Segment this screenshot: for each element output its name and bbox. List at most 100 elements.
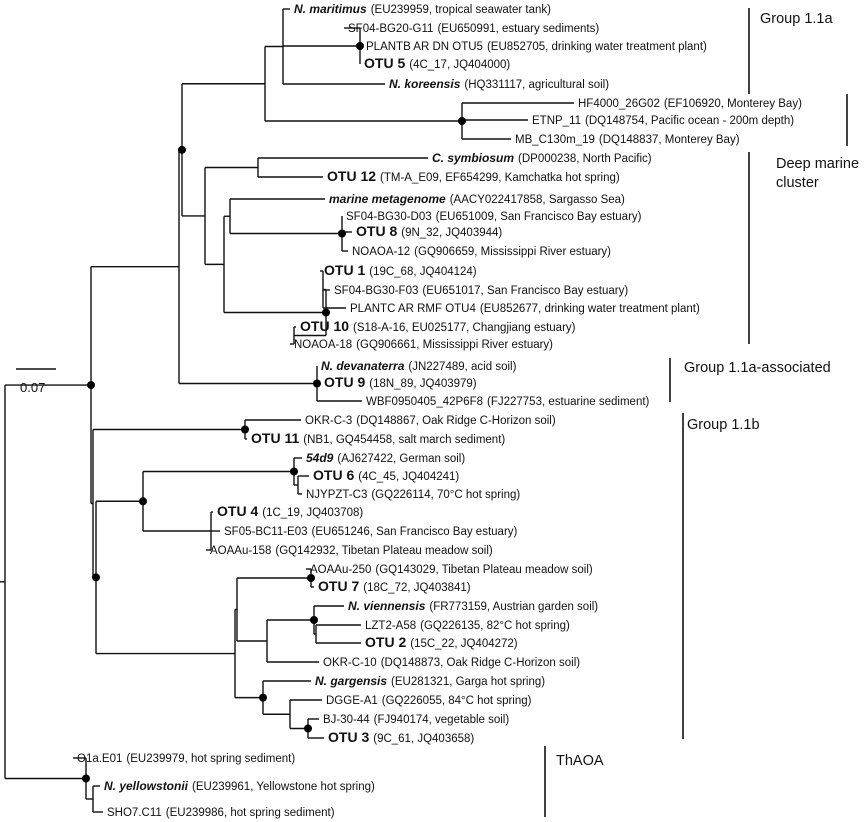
- leaf-label-otu2: OTU 2 (15C_22, JQ404272): [365, 634, 518, 650]
- leaf-detail-otu6: (4C_45, JQ404241): [358, 471, 459, 483]
- leaf-label-wbf: WBF0950405_42P6F8 (FJ227753, estuarine se…: [366, 396, 650, 408]
- leaf-label-hf4000: HF4000_26G02 (EF106920, Monterey Bay): [578, 98, 802, 110]
- leaf-label-sf04_bg30_f03: SF04-BG30-F03 (EU651017, San Francisco Ba…: [334, 285, 628, 297]
- leaf-name-hf4000: HF4000_26G02: [578, 98, 660, 110]
- leaf-name-okr_c10: OKR-C-10: [323, 657, 377, 669]
- leaf-detail-sf05_bc11: (EU651246, San Francisco Bay estuary): [312, 526, 518, 538]
- leaf-label-otu1: OTU 1 (19C_68, JQ404124): [324, 262, 477, 278]
- leaf-detail-otu9: (18N_89, JQ403979): [369, 378, 477, 390]
- support-dot-g_otu1_10: [322, 308, 330, 317]
- leaf-detail-marine_meta: (AACY022417858, Sargasso Sea): [450, 194, 625, 206]
- leaf-name-wbf: WBF0950405_42P6F8: [366, 396, 483, 408]
- group-label-deep-marine-line2: cluster: [776, 175, 819, 191]
- leaf-name-otu8: OTU 8: [356, 223, 397, 239]
- leaf-label-otu12: OTU 12(TM-A_E09, EF654299, Kamchatka hot…: [327, 168, 620, 184]
- group-label-thaoa: ThAOA: [556, 753, 604, 769]
- leaf-name-otu10: OTU 10: [300, 318, 349, 334]
- support-dot-g_assoc: [313, 379, 321, 388]
- leaf-name-n_devanaterra: N. devanaterra: [321, 359, 405, 373]
- support-dot-g_otu8: [338, 229, 346, 238]
- leaf-label-otu8: OTU 8(9N_32, JQ403944): [356, 223, 502, 239]
- leaf-detail-otu11: (NB1, GQ454458, salt march sediment): [303, 434, 505, 446]
- leaf-detail-noaoa18: (GQ906661, Mississippi River estuary): [356, 339, 553, 351]
- leaf-detail-o1a_e01: (EU239979, hot spring sediment): [126, 753, 295, 765]
- leaf-name-n_koreensis: N. koreensis: [389, 77, 461, 91]
- leaf-detail-n_yellowstonii: (EU239961, Yellowstone hot spring): [192, 781, 375, 793]
- leaf-label-marine_meta: marine metagenome(AACY022417858, Sargass…: [329, 192, 625, 206]
- tree-branches: [0, 8, 574, 813]
- leaf-name-otu11: OTU 11: [251, 430, 299, 446]
- support-dot-g_6_4: [139, 497, 147, 506]
- leaf-detail-n_koreensis: (HQ331117, agricultural soil): [464, 79, 609, 91]
- leaf-name-sf04_bg30_f03: SF04-BG30-F03: [334, 285, 418, 297]
- leaf-detail-otu4: (1C_19, JQ403708): [262, 507, 363, 519]
- leaf-label-plantc: PLANTC AR RMF OTU4(EU852677, drinking wa…: [350, 303, 700, 315]
- leaf-name-mb_c130: MB_C130m_19: [515, 134, 595, 146]
- support-dot-g_otu7: [307, 574, 315, 582]
- leaf-detail-otu7: (18C_72, JQ403841): [363, 582, 471, 594]
- leaf-detail-hf4000: (EF106920, Monterey Bay): [664, 98, 802, 110]
- leaf-label-sf04_bg20: SF04-BG20-G11(EU650991, estuary sediment…: [348, 23, 599, 35]
- leaf-detail-otu5: (4C_17, JQ404000): [409, 59, 510, 71]
- leaf-name-sf05_bc11: SF05-BC11-E03: [224, 526, 308, 538]
- leaf-detail-mb_c130: (DQ148837, Monterey Bay): [599, 134, 740, 146]
- support-dot-g_garg: [259, 693, 267, 702]
- leaf-name-njypzt: NJYPZT-C3: [306, 489, 367, 501]
- leaf-label-plantb: PLANTB AR DN OTU5(EU852705, drinking wat…: [366, 41, 707, 53]
- leaf-detail-dgge_a1: (GQ226055, 84°C hot spring): [382, 695, 532, 707]
- leaf-detail-n_gargensis: (EU281321, Garga hot spring): [391, 676, 545, 688]
- leaf-detail-wbf: (FJ227753, estuarine sediment): [487, 396, 650, 408]
- leaf-detail-sf04_bg30_f03: (EU651017, San Francisco Bay estuary): [422, 285, 628, 297]
- leaf-label-etnp11: ETNP_11(DQ148754, Pacific ocean - 200m d…: [532, 115, 794, 127]
- leaf-name-otu3: OTU 3: [328, 729, 369, 745]
- leaf-name-sho7_c11: SHO7.C11: [107, 807, 162, 819]
- leaf-name-n_maritimus: N. maritimus: [294, 2, 367, 16]
- leaf-label-noaoa18: NOAOA-18 (GQ906661, Mississippi River est…: [294, 339, 553, 351]
- support-dot-g_aoa: [87, 381, 95, 390]
- support-dot-g_bj: [304, 724, 312, 733]
- leaf-label-noaoa12: NOAOA-12(GQ906659, Mississippi River est…: [352, 246, 611, 258]
- leaf-detail-plantc: (EU852677, drinking water treatment plan…: [480, 303, 700, 315]
- leaf-detail-n_viennensis: (FR773159, Austrian garden soil): [429, 601, 598, 613]
- group-label-1-1b: Group 1.1b: [687, 417, 760, 433]
- support-dot-g_otu11: [241, 425, 249, 434]
- leaf-label-n_yellowstonii: N. yellowstonii(EU239961, Yellowstone ho…: [104, 779, 375, 793]
- leaf-label-otu4: OTU 4(1C_19, JQ403708): [217, 503, 363, 519]
- leaf-detail-lzt2: (GQ226135, 82°C hot spring): [420, 620, 570, 632]
- leaf-detail-okr_c3: (DQ148867, Oak Ridge C-Horizon soil): [356, 415, 556, 427]
- leaf-name-bj3044: BJ-30-44: [323, 714, 370, 726]
- leaf-label-otu10: OTU 10(S18-A-16, EU025177, Changjiang es…: [300, 318, 576, 334]
- leaf-label-okr_c10: OKR-C-10 (DQ148873, Oak Ridge C-Horizon s…: [323, 657, 580, 669]
- leaf-name-aoaau158: AOAAu-158: [210, 545, 271, 557]
- leaf-detail-d54d9: (AJ627422, German soil): [337, 453, 465, 465]
- leaf-name-otu6: OTU 6: [313, 467, 354, 483]
- group-label-deep-marine-line1: Deep marine: [776, 156, 859, 172]
- leaf-label-otu5: OTU 5(4C_17, JQ404000): [364, 55, 510, 71]
- leaf-label-sf05_bc11: SF05-BC11-E03 (EU651246, San Francisco Ba…: [224, 526, 518, 538]
- leaf-detail-otu3: (9C_61, JQ403658): [373, 733, 474, 745]
- leaf-label-dgge_a1: DGGE-A1(GQ226055, 84°C hot spring): [326, 695, 532, 707]
- leaf-name-sf04_bg30_d03: SF04-BG30-D03: [346, 211, 432, 223]
- leaf-name-n_yellowstonii: N. yellowstonii: [104, 779, 189, 793]
- leaf-name-etnp11: ETNP_11: [532, 115, 581, 127]
- leaf-name-d54d9: 54d9: [306, 451, 334, 465]
- leaf-name-otu1: OTU 1: [324, 262, 365, 278]
- leaf-label-mb_c130: MB_C130m_19 (DQ148837, Monterey Bay): [515, 134, 740, 146]
- leaf-detail-otu1: (19C_68, JQ404124): [369, 266, 477, 278]
- support-dot-g_11a: [178, 145, 186, 154]
- support-dot-g_54d9: [290, 467, 298, 476]
- group-label-1-1a-associated: Group 1.1a-associated: [684, 360, 831, 376]
- leaf-detail-otu12: (TM-A_E09, EF654299, Kamchatka hot sprin…: [380, 172, 620, 184]
- leaf-detail-sf04_bg20: (EU650991, estuary sediments): [437, 23, 599, 35]
- leaf-detail-otu2: (15C_22, JQ404272): [410, 638, 518, 650]
- leaf-detail-n_devanaterra: (JN227489, acid soil): [408, 361, 516, 373]
- leaf-name-otu7: OTU 7: [318, 578, 359, 594]
- leaf-name-n_viennensis: N. viennensis: [348, 599, 426, 613]
- leaf-detail-okr_c10: (DQ148873, Oak Ridge C-Horizon soil): [381, 657, 581, 669]
- leaf-detail-sho7_c11: (EU239986, hot spring sediment): [166, 807, 335, 819]
- leaf-name-noaoa18: NOAOA-18: [294, 339, 352, 351]
- leaf-label-otu6: OTU 6 (4C_45, JQ404241): [313, 467, 459, 483]
- leaf-name-otu2: OTU 2: [365, 634, 406, 650]
- leaf-label-n_koreensis: N. koreensis(HQ331117, agricultural soil…: [389, 77, 609, 91]
- support-dot-g_11b_lower: [92, 573, 100, 582]
